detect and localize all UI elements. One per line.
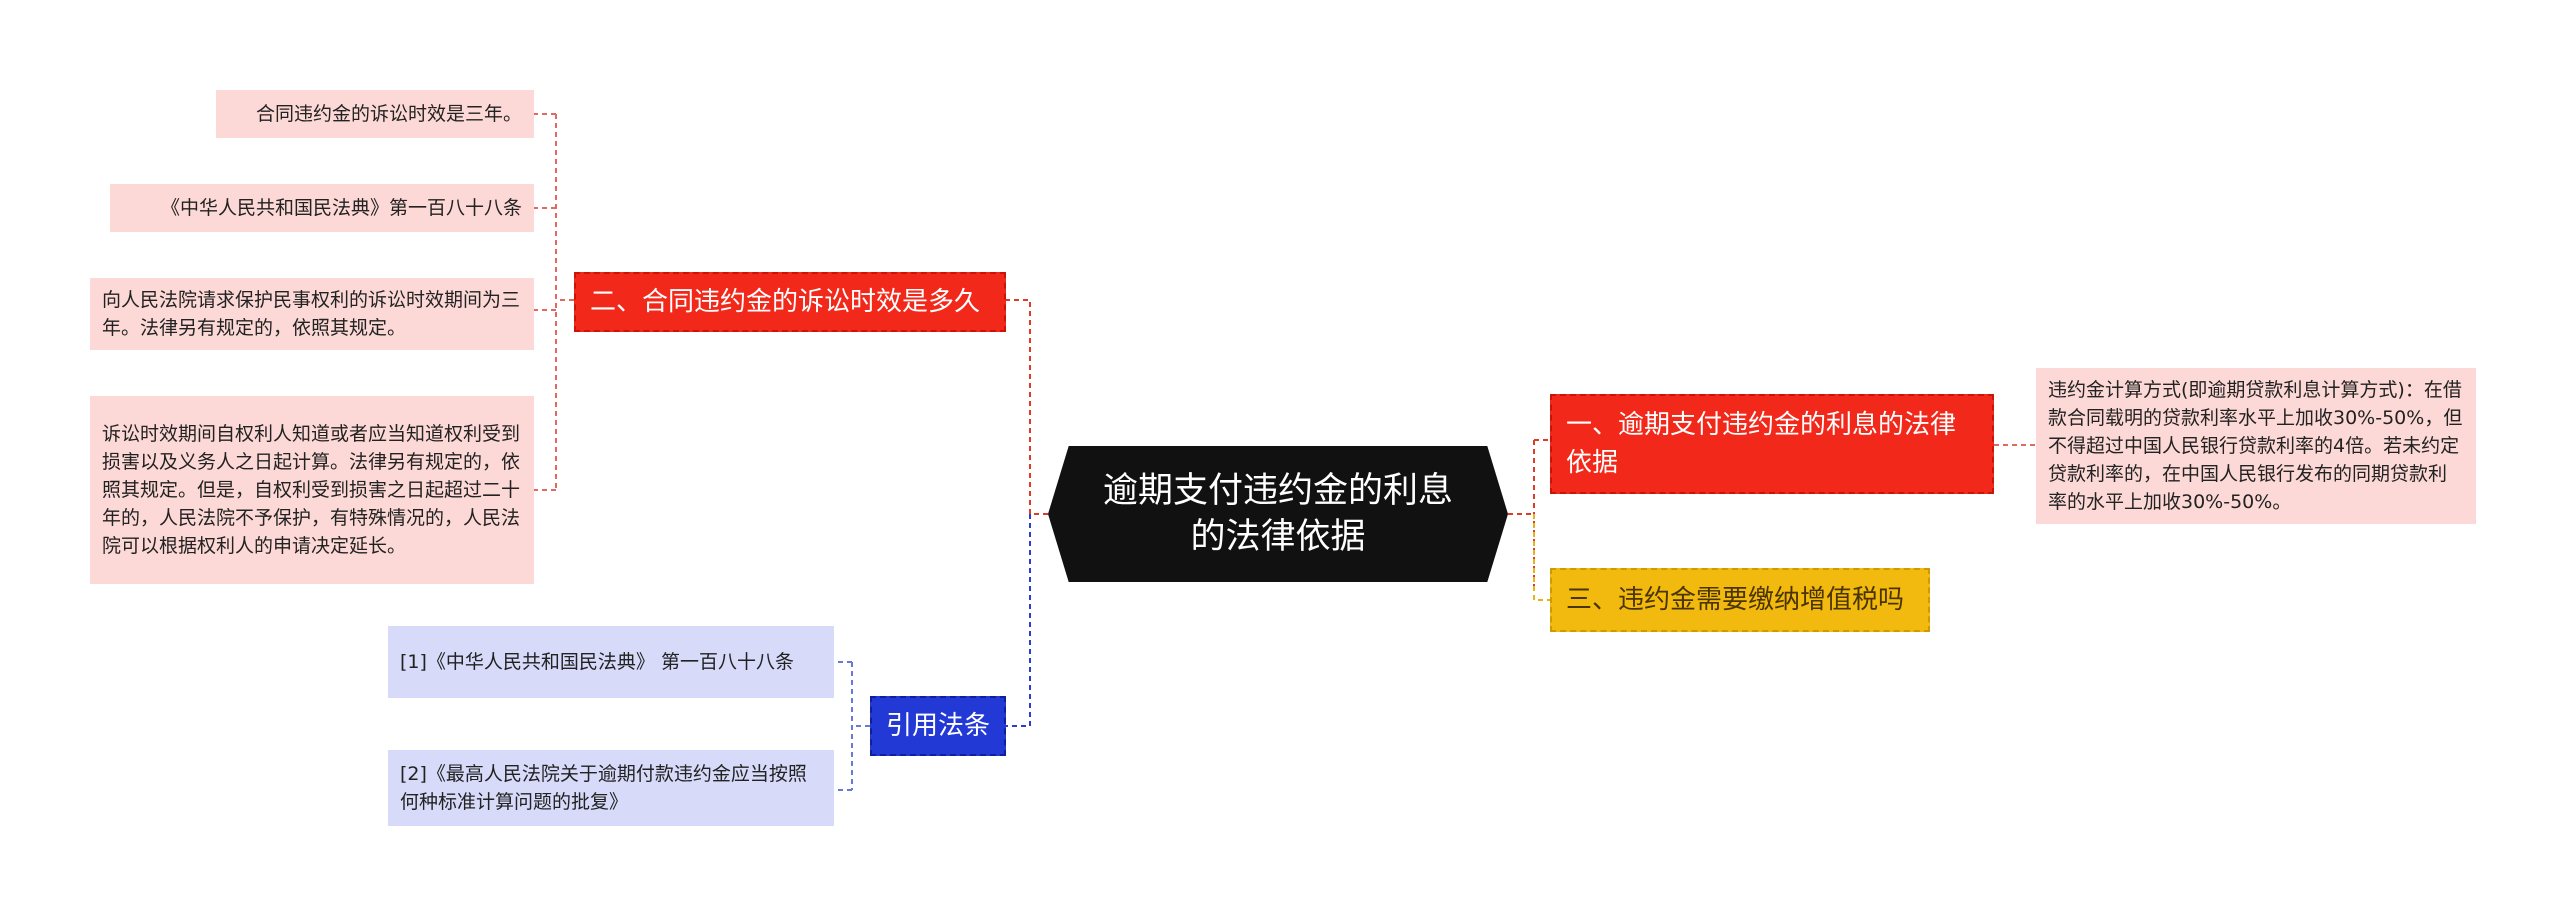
link-branch-2-leaves [534,113,574,491]
branch-legal-basis[interactable]: 一、逾期支付违约金的利息的法律依据 [1550,394,1994,494]
root-title: 逾期支付违约金的利息的法律依据 [1102,471,1453,557]
leaf-citation-1-text: [1]《中华人民共和国民法典》 第一百八十八条 [400,651,794,673]
leaf-citation-1[interactable]: [1]《中华人民共和国民法典》 第一百八十八条 [388,626,834,698]
leaf-limitation-three-years-text: 合同违约金的诉讼时效是三年。 [255,103,522,125]
link-branch-4-leaves [834,661,870,791]
branch-limitation-period[interactable]: 二、合同违约金的诉讼时效是多久 [574,272,1006,332]
branch-vat-question[interactable]: 三、违约金需要缴纳增值税吗 [1550,568,1930,632]
leaf-limitation-rule[interactable]: 向人民法院请求保护民事权利的诉讼时效期间为三年。法律另有规定的，依照其规定。 [90,278,534,350]
leaf-limitation-start[interactable]: 诉讼时效期间自权利人知道或者应当知道权利受到损害以及义务人之日起计算。法律另有规… [90,396,534,584]
branch-limitation-period-label: 二、合同违约金的诉讼时效是多久 [590,287,981,317]
branch-cited-laws-label: 引用法条 [886,711,991,741]
branch-vat-question-label: 三、违约金需要缴纳增值税吗 [1566,585,1905,615]
leaf-civil-code-article-188-text: 《中华人民共和国民法典》第一百八十八条 [160,197,522,219]
leaf-limitation-rule-text: 向人民法院请求保护民事权利的诉讼时效期间为三年。法律另有规定的，依照其规定。 [102,289,521,339]
link-root-branch-1 [1508,439,1550,586]
link-root-branch-4 [1006,514,1031,727]
leaf-penalty-calculation[interactable]: 违约金计算方式(即逾期贷款利息计算方式)：在借款合同载明的贷款利率水平上加收30… [2036,368,2476,524]
leaf-citation-2-text: [2]《最高人民法院关于逾期付款违约金应当按照何种标准计算问题的批复》 [400,763,807,813]
link-root-branch-3 [1533,514,1550,601]
root-node[interactable]: 逾期支付违约金的利息的法律依据 [1048,446,1508,582]
leaf-civil-code-article-188[interactable]: 《中华人民共和国民法典》第一百八十八条 [110,184,534,232]
leaf-limitation-three-years[interactable]: 合同违约金的诉讼时效是三年。 [216,90,534,138]
leaf-penalty-calculation-text: 违约金计算方式(即逾期贷款利息计算方式)：在借款合同载明的贷款利率水平上加收30… [2048,379,2463,513]
branch-legal-basis-label: 一、逾期支付违约金的利息的法律依据 [1566,410,1957,478]
branch-cited-laws[interactable]: 引用法条 [870,696,1006,756]
leaf-limitation-start-text: 诉讼时效期间自权利人知道或者应当知道权利受到损害以及义务人之日起计算。法律另有规… [102,423,521,557]
leaf-citation-2[interactable]: [2]《最高人民法院关于逾期付款违约金应当按照何种标准计算问题的批复》 [388,750,834,826]
link-root-branch-2 [1006,299,1048,515]
